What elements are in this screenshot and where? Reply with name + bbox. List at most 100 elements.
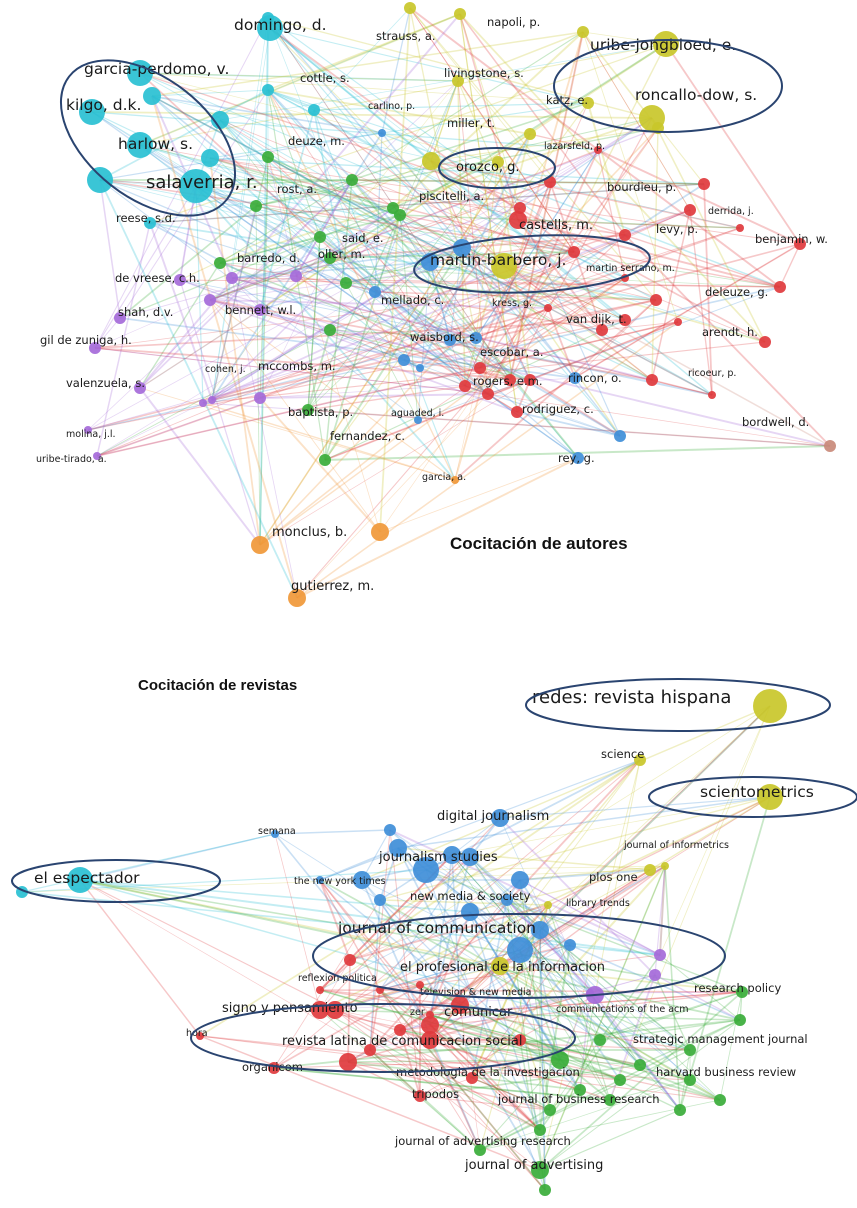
edge <box>296 307 549 599</box>
edge <box>369 1049 481 1151</box>
edge <box>219 214 401 264</box>
author-label-martin-serrano-m: martin serrano, m. <box>586 263 675 274</box>
edge <box>459 869 651 1006</box>
edge <box>454 367 481 481</box>
edge <box>430 160 531 381</box>
edge <box>457 80 466 387</box>
author-label-bennett-w-l: bennett, w.l. <box>225 303 296 317</box>
edge <box>587 102 626 236</box>
edge <box>96 227 741 457</box>
journal-node <box>443 846 461 864</box>
edge <box>487 149 599 395</box>
edge <box>389 829 661 956</box>
journal-node-library-trends <box>544 901 552 909</box>
author-node <box>346 174 358 186</box>
edge <box>269 27 589 104</box>
author-node-escobar-a <box>474 362 486 374</box>
author-label-rincon-o: rincon, o. <box>568 371 622 385</box>
edge <box>274 833 601 1041</box>
edge <box>91 111 653 381</box>
edge <box>419 183 705 369</box>
edge <box>499 796 771 819</box>
edge <box>425 865 666 871</box>
edge <box>549 181 705 185</box>
edge <box>379 954 661 991</box>
author-node-levy-p <box>619 229 631 241</box>
edge <box>609 705 771 1101</box>
edge <box>319 705 771 991</box>
edge <box>259 379 531 546</box>
edge <box>506 899 661 956</box>
edge <box>94 319 626 349</box>
edge <box>639 1019 741 1066</box>
author-label-gutierrez-m: gutierrez, m. <box>291 579 374 594</box>
edge <box>539 865 666 1171</box>
edge <box>324 319 626 461</box>
edge <box>219 262 603 331</box>
edge <box>503 265 603 331</box>
author-label-molina-j-l: molina, j.l. <box>66 429 116 440</box>
edge <box>659 705 771 956</box>
edge <box>374 291 657 301</box>
edge <box>499 965 691 1051</box>
edge <box>469 856 571 946</box>
edge <box>139 144 401 216</box>
edge <box>399 1029 421 1097</box>
author-label-mellado-c: mellado, c. <box>381 293 444 307</box>
edge <box>255 205 781 288</box>
journal-label-semana: semana <box>258 826 296 837</box>
author-node <box>211 111 229 129</box>
edge <box>361 829 391 881</box>
edge <box>313 102 589 111</box>
edge <box>519 1039 641 1066</box>
author-node-shah-d-v <box>114 312 126 324</box>
edge <box>509 31 584 381</box>
edge <box>449 339 466 387</box>
edge <box>267 89 657 301</box>
edge <box>459 13 519 221</box>
edge <box>319 989 691 1051</box>
edge <box>475 307 549 339</box>
edge <box>429 705 771 1026</box>
journal-node <box>374 894 386 906</box>
journal-node-scientometrics <box>757 784 783 810</box>
author-node-rey-g <box>572 452 584 464</box>
ellipse-el-espectador <box>11 859 221 903</box>
edge <box>399 214 505 267</box>
edge <box>79 879 691 1051</box>
edge <box>94 277 626 349</box>
edge <box>519 1039 621 1081</box>
edge <box>149 183 705 224</box>
author-node-miller-t <box>524 128 536 140</box>
edge <box>199 1035 621 1081</box>
edge <box>597 149 626 279</box>
author-node-orozco-g <box>422 152 440 170</box>
edge <box>399 214 419 421</box>
edge <box>274 833 321 1011</box>
edge <box>151 31 584 97</box>
edge <box>94 317 121 349</box>
edge <box>202 80 459 404</box>
edge <box>351 179 549 309</box>
edge <box>425 869 546 1191</box>
author-label-benjamin-w: benjamin, w. <box>755 232 828 246</box>
author-node <box>201 149 219 167</box>
author-label-piscitelli-a: piscitelli, a. <box>419 189 484 203</box>
edge <box>329 251 575 259</box>
edge <box>399 214 781 288</box>
journal-node <box>594 1034 606 1046</box>
edge <box>209 299 831 447</box>
edge <box>295 179 353 277</box>
edge <box>255 179 353 207</box>
edge <box>259 133 531 546</box>
edge <box>267 89 315 111</box>
edge <box>195 179 353 187</box>
edge <box>149 183 705 224</box>
edge <box>430 80 459 162</box>
edge <box>469 856 541 931</box>
edge <box>219 119 766 343</box>
edge <box>219 31 584 264</box>
author-label-valenzuela-s: valenzuela, s. <box>66 376 145 390</box>
author-label-martin-barbero-j: martin-barbero, j. <box>430 251 566 269</box>
journal-node <box>413 857 439 883</box>
